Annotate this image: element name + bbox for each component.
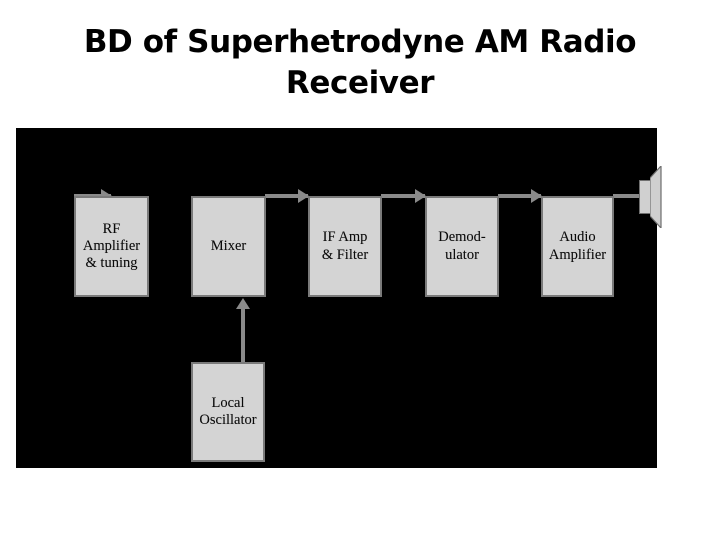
connector-mixer-to-if-amp bbox=[265, 189, 309, 203]
diagram-canvas: RF Amplifier & tuning Mixer IF Amp & Fil… bbox=[16, 128, 662, 468]
block-rf-amplifier[interactable]: RF Amplifier & tuning bbox=[74, 196, 149, 297]
block-demodulator[interactable]: Demod- ulator bbox=[425, 196, 499, 297]
block-mixer[interactable]: Mixer bbox=[191, 196, 266, 297]
block-if-amp[interactable]: IF Amp & Filter bbox=[308, 196, 382, 297]
arrow-head-icon bbox=[298, 189, 309, 203]
connector-demodulator-to-audio-amplifier bbox=[498, 189, 542, 203]
connector-local-oscillator-to-mixer bbox=[236, 298, 250, 362]
speaker-icon bbox=[639, 166, 662, 228]
speaker-cone-icon bbox=[650, 166, 662, 228]
block-audio-amplifier[interactable]: Audio Amplifier bbox=[541, 196, 614, 297]
arrow-head-icon bbox=[236, 298, 250, 309]
arrow-head-icon bbox=[415, 189, 426, 203]
page-title: BD of Superhetrodyne AM Radio Receiver bbox=[83, 24, 637, 101]
block-local-oscillator[interactable]: Local Oscillator bbox=[191, 362, 265, 462]
arrow-head-icon bbox=[531, 189, 542, 203]
connector-if-amp-to-demodulator bbox=[381, 189, 426, 203]
connector-audio-amplifier-to-speaker bbox=[613, 194, 640, 198]
